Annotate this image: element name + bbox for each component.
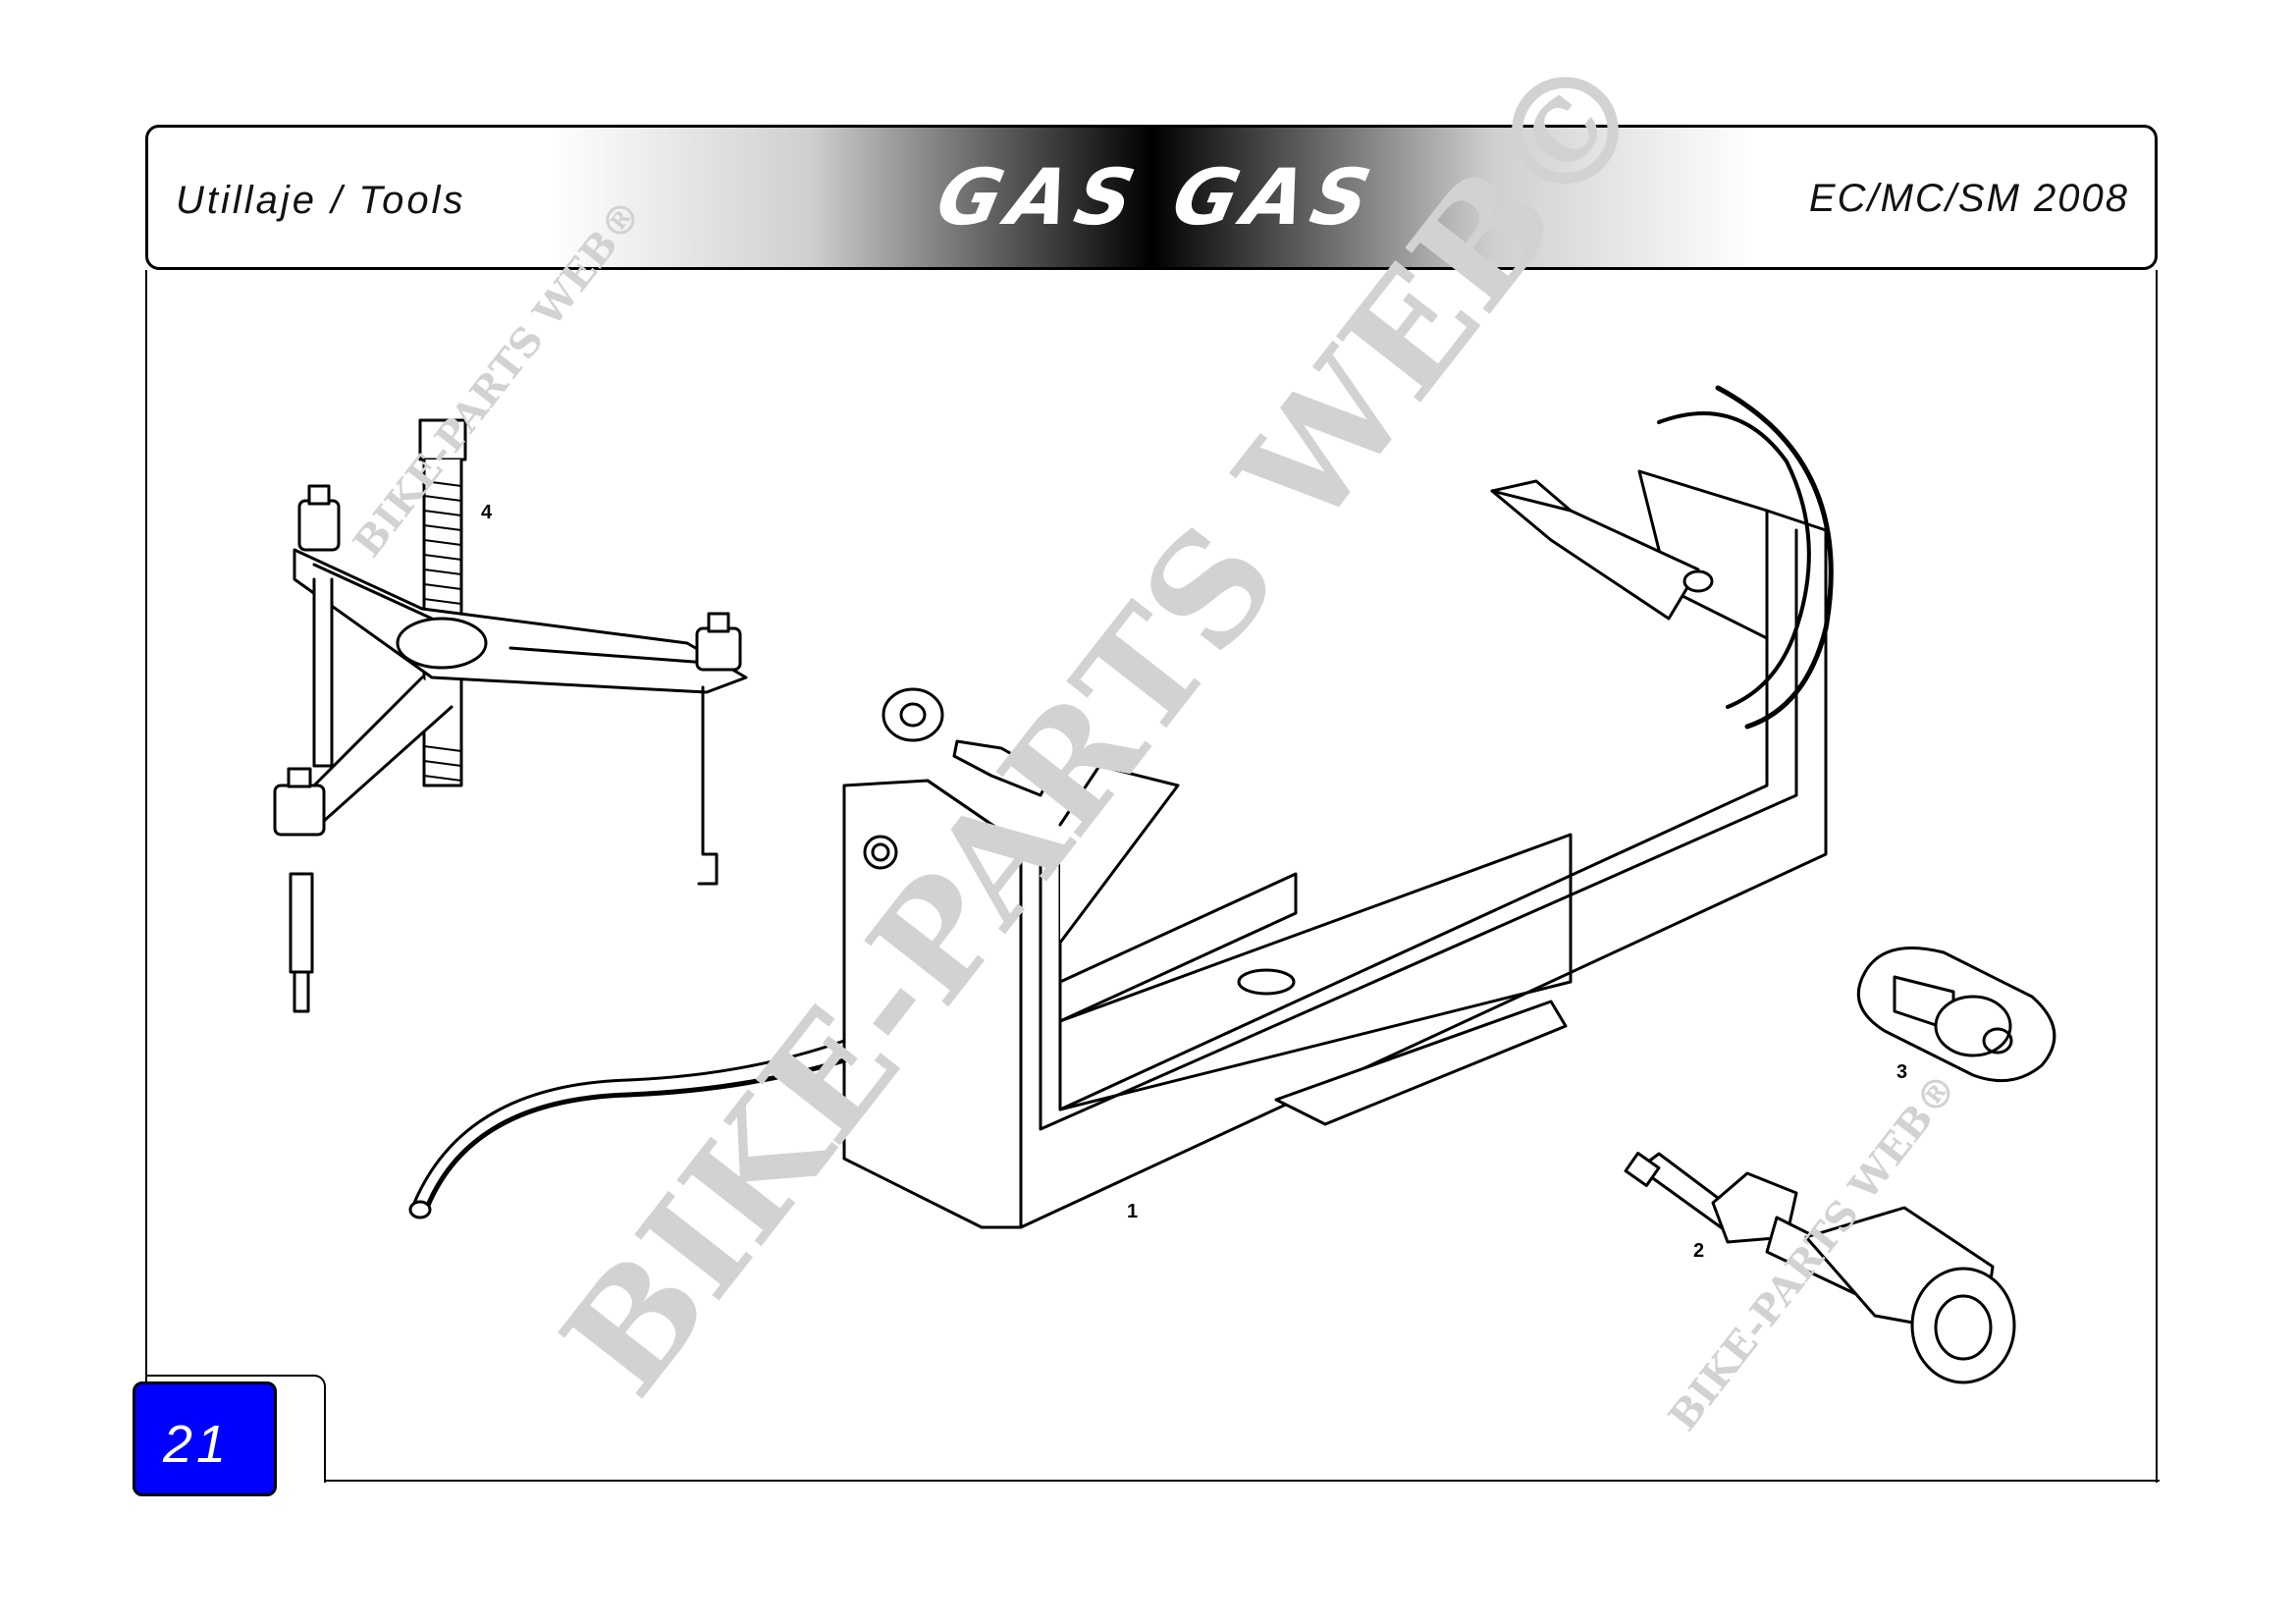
page-number-badge: 21 (133, 1381, 277, 1496)
callout-1: 1 (1127, 1201, 1138, 1222)
model-label: EC/MC/SM 2008 (1808, 177, 2129, 220)
tool-3-small-extractor (1856, 947, 2056, 1083)
content-frame (145, 270, 2158, 1483)
callout-3: 3 (1896, 1061, 1907, 1083)
tool-1-engine-stand (408, 385, 1834, 1229)
page-number: 21 (163, 1415, 231, 1474)
brand-logo-text: GAS GAS (930, 152, 1386, 243)
callout-2: 2 (1693, 1240, 1704, 1262)
gasgas-logo: GAS GAS (930, 152, 1386, 243)
section-title: Utillaje / Tools (176, 179, 466, 222)
callout-4: 4 (481, 502, 493, 523)
tool-4-puller (273, 418, 748, 1013)
page-tab-outline (145, 1375, 326, 1483)
tool-2-bell-extractor (1624, 1152, 2016, 1384)
header-bar: Utillaje / Tools GAS GAS EC/MC/SM 2008 (145, 125, 2158, 270)
frame-bottom-line (324, 1480, 2160, 1482)
watermark-small-top: BIKE-PARTS WEB® (345, 190, 652, 566)
tool-4-bolt-head (418, 418, 467, 461)
